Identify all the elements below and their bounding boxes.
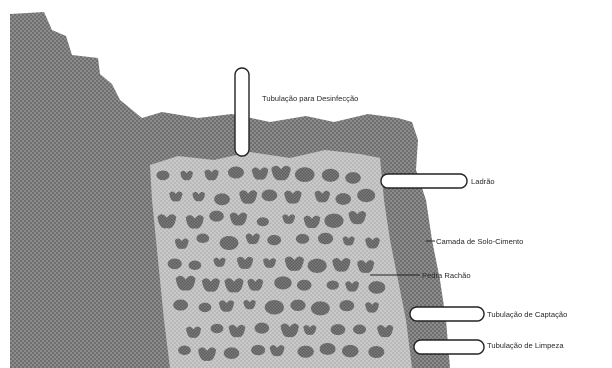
stone <box>296 234 309 244</box>
stone <box>353 325 366 335</box>
stone <box>168 259 182 270</box>
label-tubulacao-limpeza: Tubulação de Limpeza <box>487 341 564 350</box>
stone <box>324 214 343 228</box>
stone <box>308 259 327 273</box>
stone <box>342 345 359 357</box>
stone <box>267 235 281 245</box>
stone <box>298 346 314 358</box>
stone <box>322 169 339 182</box>
stone <box>220 236 239 250</box>
limpeza-pipe <box>414 340 484 354</box>
stone <box>199 303 212 313</box>
stone <box>320 343 336 355</box>
stone <box>224 347 240 359</box>
label-tubulacao-captacao: Tubulação de Captação <box>487 310 567 319</box>
stone <box>339 300 354 311</box>
label-pedra-rachao: Pedra Rachão <box>422 271 471 280</box>
stone <box>295 167 315 182</box>
stone <box>311 301 330 315</box>
stone <box>178 346 191 356</box>
stone <box>274 276 291 289</box>
stone <box>357 189 375 202</box>
stone <box>156 171 169 181</box>
stone <box>290 300 305 311</box>
stone <box>257 217 269 226</box>
stone <box>214 193 230 205</box>
label-tubulacao-desinfeccao: Tubulação para Desinfecção <box>262 94 358 103</box>
stone <box>173 300 188 311</box>
stone <box>209 211 224 222</box>
stone <box>255 323 270 334</box>
captacao-pipe <box>410 307 484 321</box>
stone <box>262 189 278 201</box>
stone <box>265 300 284 314</box>
stone <box>345 172 361 184</box>
stone <box>327 280 339 289</box>
stone <box>211 324 224 334</box>
stone <box>331 324 346 335</box>
label-camada-solo-cimento: Camada de Solo-Cimento <box>436 237 523 246</box>
stone <box>196 233 209 242</box>
stone <box>318 233 333 244</box>
desinfeccao-pipe <box>235 68 249 156</box>
stone <box>251 345 265 355</box>
label-ladrao: Ladrão <box>471 177 495 186</box>
stone <box>189 261 202 271</box>
stone <box>368 346 384 358</box>
stone <box>335 193 351 205</box>
stone <box>297 280 312 291</box>
ladrao-pipe <box>381 174 467 188</box>
stone <box>228 166 244 178</box>
stone <box>368 281 385 294</box>
